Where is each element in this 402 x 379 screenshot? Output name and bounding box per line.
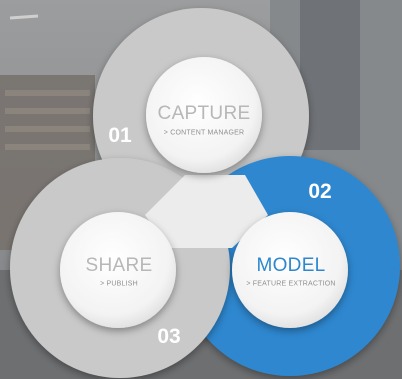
- step-number-01: 01: [108, 124, 132, 147]
- model-disc: [232, 212, 348, 328]
- model-title: MODEL: [256, 255, 326, 276]
- step-number-03: 03: [157, 325, 181, 348]
- share-title: SHARE: [85, 255, 153, 276]
- capture-disc: [146, 57, 262, 173]
- capture-title: CAPTURE: [157, 103, 251, 124]
- share-subtitle: > PUBLISH: [100, 280, 138, 288]
- share-disc: [60, 212, 176, 328]
- step-number-02: 02: [308, 180, 332, 203]
- model-subtitle: > FEATURE EXTRACTION: [246, 280, 336, 288]
- capture-subtitle: > CONTENT MANAGER: [163, 129, 245, 137]
- center-triangle: [145, 175, 268, 248]
